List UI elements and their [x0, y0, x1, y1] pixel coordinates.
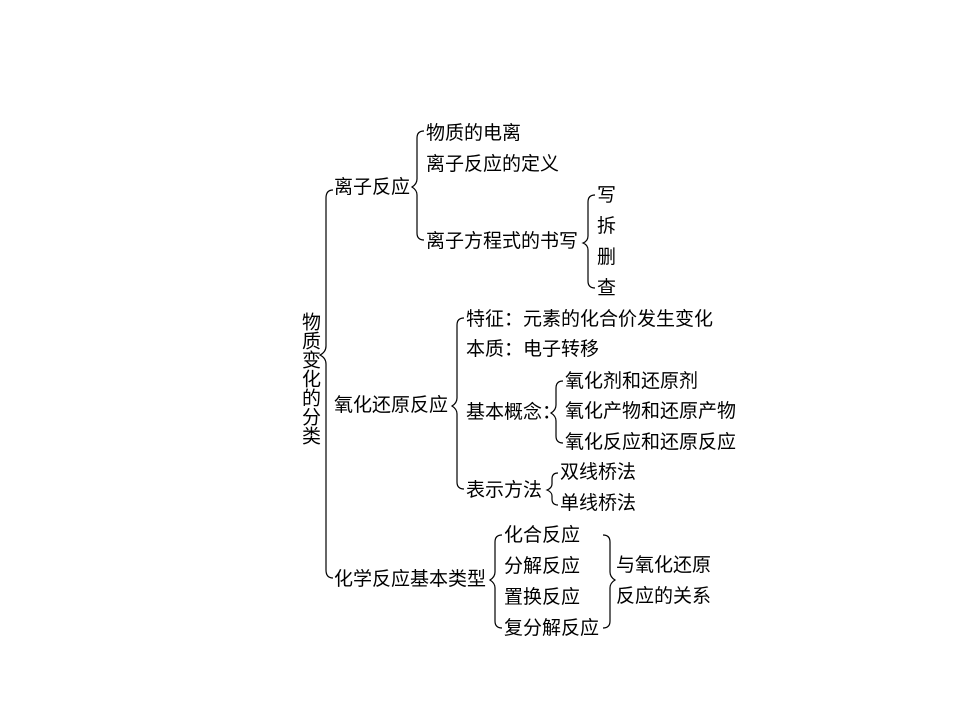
- ionic-item-ionization: 物质的电离: [426, 122, 522, 144]
- basic-title: 化学反应基本类型: [334, 568, 487, 590]
- method-double-line: 双线桥法: [560, 461, 637, 483]
- redox-concepts-label: 基本概念：: [466, 401, 562, 423]
- type-combination: 化合反应: [504, 524, 581, 546]
- concept-reactions: 氧化反应和还原反应: [565, 431, 737, 453]
- redox-brace: [450, 317, 465, 490]
- concept-products: 氧化产物和还原产物: [565, 400, 737, 422]
- type-decomposition: 分解反应: [504, 555, 581, 577]
- ionic-title: 离子反应: [334, 176, 411, 198]
- step-write: 写: [597, 184, 617, 206]
- type-double-displacement: 复分解反应: [504, 617, 600, 639]
- main-brace: [318, 189, 334, 579]
- step-split: 拆: [597, 215, 617, 237]
- redox-feature: 特征：元素的化合价发生变化: [466, 308, 714, 330]
- concepts-brace: [549, 380, 564, 444]
- ionic-item-equation: 离子方程式的书写: [426, 230, 579, 252]
- concept-agents: 氧化剂和还原剂: [565, 370, 699, 392]
- redox-essence: 本质：电子转移: [466, 338, 600, 360]
- relation-line2: 反应的关系: [616, 585, 712, 607]
- redox-title: 氧化还原反应: [334, 394, 449, 416]
- step-delete: 删: [597, 246, 617, 268]
- root-label: 物质变化的分类: [299, 312, 321, 445]
- redox-methods-label: 表示方法: [466, 479, 543, 501]
- steps-brace: [581, 194, 596, 289]
- methods-brace: [545, 472, 559, 506]
- step-check: 查: [597, 277, 617, 299]
- ionic-brace: [410, 130, 425, 241]
- method-single-line: 单线桥法: [560, 492, 637, 514]
- ionic-item-definition: 离子反应的定义: [426, 153, 560, 175]
- relation-line1: 与氧化还原: [616, 554, 712, 576]
- relation-brace: [602, 534, 617, 629]
- type-displacement: 置换反应: [504, 586, 581, 608]
- basic-brace: [488, 534, 503, 629]
